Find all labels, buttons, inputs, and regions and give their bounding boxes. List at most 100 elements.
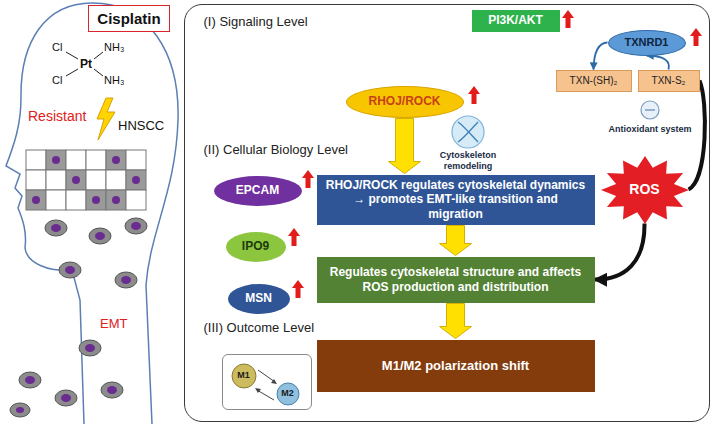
cell xyxy=(26,170,46,190)
text-label: Cytoskeleton remodeling xyxy=(428,150,508,172)
icon-circle xyxy=(452,116,484,148)
node-text: RHOJ/ROCK xyxy=(368,94,440,108)
nucleus xyxy=(121,276,131,284)
nucleus xyxy=(132,176,140,184)
text-label: Pt xyxy=(80,57,92,71)
helix-strand xyxy=(458,122,478,142)
nucleus xyxy=(95,232,105,240)
nucleus xyxy=(16,407,24,413)
switch-arrow xyxy=(257,390,274,400)
cell xyxy=(106,190,126,210)
bond-line xyxy=(66,52,78,59)
process-box: Regulates cytoskeletal structure and aff… xyxy=(317,257,595,303)
cell xyxy=(66,190,86,210)
macrophage-box: M1M2 xyxy=(222,354,312,410)
curved-connector xyxy=(594,43,608,70)
head-outline xyxy=(92,3,178,424)
nucleus xyxy=(107,386,117,394)
flow-arrow xyxy=(440,304,472,339)
text-label: NH₃ xyxy=(104,74,124,87)
cell xyxy=(106,150,126,170)
level-heading: (II) Cellular Biology Level xyxy=(204,142,349,158)
node-text: EPCAM xyxy=(236,183,279,197)
migrating-cells xyxy=(10,218,147,417)
cell xyxy=(125,218,147,234)
nucleus xyxy=(85,344,95,352)
cell xyxy=(46,190,66,210)
cell xyxy=(10,403,30,417)
text-label: HNSCC xyxy=(118,118,164,134)
nucleus xyxy=(112,196,120,204)
redox-box: TXN-(SH)₂ xyxy=(556,70,632,92)
cell xyxy=(26,150,46,170)
bond-line xyxy=(66,69,78,76)
node-text: ROS xyxy=(629,181,659,198)
cell xyxy=(26,190,46,210)
helix-strand xyxy=(458,122,478,142)
cytoskeleton-icon xyxy=(452,116,484,148)
node-text: TXNRD1 xyxy=(624,36,668,49)
nucleus xyxy=(65,266,75,274)
up-arrows xyxy=(288,10,702,298)
node-text: TXN-(SH)₂ xyxy=(570,75,618,87)
increase-arrow xyxy=(562,10,574,28)
m2-cell xyxy=(277,383,299,405)
cell xyxy=(115,272,137,288)
level-heading: (I) Signaling Level xyxy=(204,14,308,30)
burst-fill xyxy=(601,156,689,224)
node-text: RHOJ/ROCK regulates cytoskeletal dynamic… xyxy=(325,178,587,221)
pathway-ellipse: RHOJ/ROCK xyxy=(346,86,464,118)
text-label: Cl xyxy=(52,74,62,87)
process-box: RHOJ/ROCK regulates cytoskeletal dynamic… xyxy=(317,175,595,225)
node-text: MSN xyxy=(245,291,272,305)
switch-arrow xyxy=(258,370,275,382)
cell xyxy=(46,170,66,190)
outcome-box: M1/M2 polarization shift xyxy=(317,340,595,392)
lightning-symbol xyxy=(97,98,115,140)
nucleus xyxy=(92,196,100,204)
m1-cell xyxy=(232,364,256,388)
cell xyxy=(59,262,81,278)
node-text: Regulates cytoskeletal structure and aff… xyxy=(325,265,587,294)
marker-ellipse: EPCAM xyxy=(214,176,302,206)
ros-burst: ROS xyxy=(601,156,689,224)
cell xyxy=(86,190,106,210)
pathway-box: PI3K/AKT xyxy=(472,10,560,32)
curved-connector xyxy=(647,56,669,70)
curved-connector xyxy=(595,224,645,280)
cell-label: M2 xyxy=(278,388,298,399)
cell xyxy=(106,170,126,190)
cell xyxy=(126,150,146,170)
cell xyxy=(126,190,146,210)
level-panel: (I) Signaling Level (II) Cellular Biology… xyxy=(184,4,710,422)
text-label: Antioxidant system xyxy=(600,124,700,135)
nucleus xyxy=(32,196,40,204)
curved-connector xyxy=(689,81,705,190)
cell xyxy=(126,170,146,190)
flow-arrow xyxy=(389,119,421,174)
increase-arrow xyxy=(690,28,702,46)
enzyme-ellipse: TXNRD1 xyxy=(608,30,686,56)
drug-box: Cisplatin xyxy=(88,5,170,32)
switch-arrowhead xyxy=(271,379,277,384)
cell xyxy=(86,170,106,190)
text-label: Cl xyxy=(52,41,62,54)
cell xyxy=(46,150,66,170)
cell-grid xyxy=(26,150,146,210)
cell xyxy=(86,150,106,170)
level-heading: (III) Outcome Level xyxy=(204,320,315,336)
bond-line xyxy=(94,52,103,59)
cell xyxy=(19,372,41,388)
nucleus xyxy=(51,224,61,232)
flow-arrow xyxy=(440,226,472,256)
node-text: M1/M2 polarization shift xyxy=(382,358,529,374)
node-text: PI3K/AKT xyxy=(488,13,543,27)
nucleus xyxy=(131,222,141,230)
marker-ellipse: IPO9 xyxy=(226,232,286,262)
bond-line xyxy=(94,69,103,76)
increase-arrow xyxy=(302,170,314,188)
node-text: IPO9 xyxy=(242,239,269,253)
cell xyxy=(66,170,86,190)
antioxidant-icon xyxy=(641,101,659,119)
